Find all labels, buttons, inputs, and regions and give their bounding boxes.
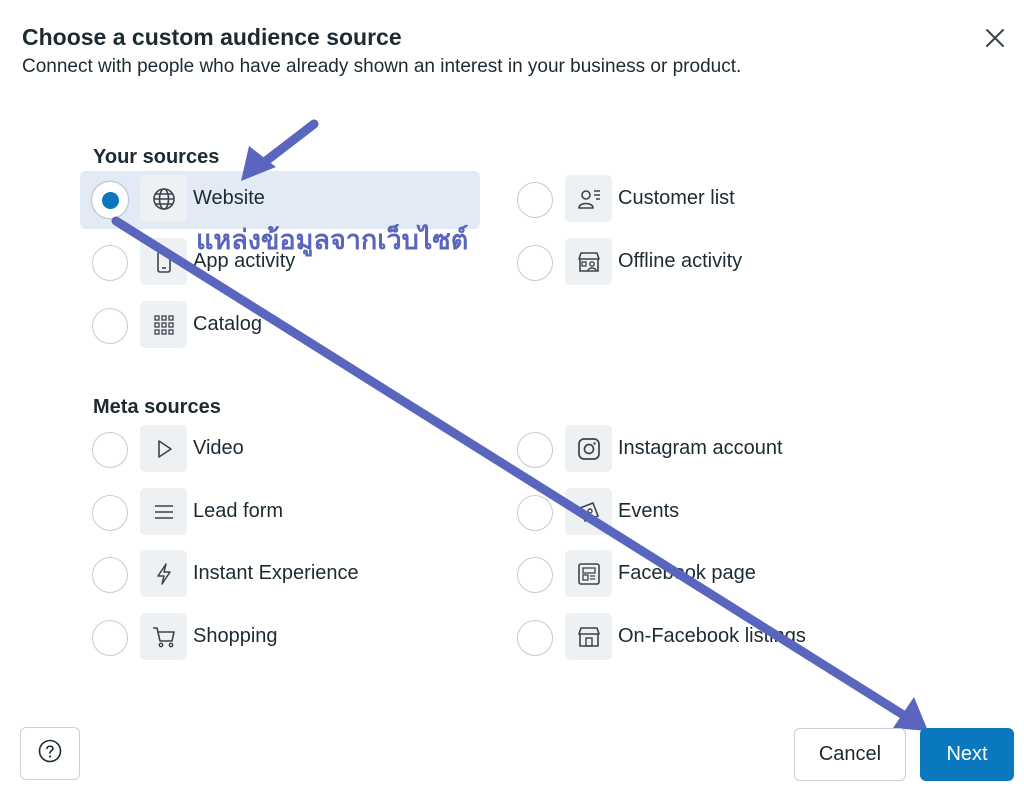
next-button[interactable]: Next xyxy=(920,728,1014,781)
meta-sources-heading: Meta sources xyxy=(93,396,221,418)
radio-on-facebook-listings[interactable] xyxy=(517,620,553,656)
option-lead-form[interactable]: Lead form xyxy=(80,484,480,542)
store-person-icon xyxy=(565,238,612,285)
close-icon[interactable] xyxy=(982,25,1008,51)
option-label: Instagram account xyxy=(618,437,783,459)
radio-offline-activity[interactable] xyxy=(517,245,553,281)
radio-lead-form[interactable] xyxy=(92,495,128,531)
option-label: Events xyxy=(618,500,680,522)
ticket-icon xyxy=(565,488,612,535)
help-button[interactable] xyxy=(20,727,80,780)
lightning-icon xyxy=(140,550,187,597)
radio-website[interactable] xyxy=(92,182,128,218)
radio-events[interactable] xyxy=(517,495,553,531)
list-lines-icon xyxy=(140,488,187,535)
option-events[interactable]: Events xyxy=(505,484,905,542)
option-on-facebook-listings[interactable]: On-Facebook listings xyxy=(505,609,905,667)
option-shopping[interactable]: Shopping xyxy=(80,609,480,667)
option-video[interactable]: Video xyxy=(80,421,480,479)
option-label: Catalog xyxy=(193,313,262,335)
option-instagram-account[interactable]: Instagram account xyxy=(505,421,905,479)
option-label: Facebook page xyxy=(618,562,756,584)
dialog-title: Choose a custom audience source xyxy=(22,24,402,50)
radio-instagram-account[interactable] xyxy=(517,432,553,468)
mobile-icon xyxy=(140,238,187,285)
radio-catalog[interactable] xyxy=(92,308,128,344)
dialog-subtitle: Connect with people who have already sho… xyxy=(22,56,742,77)
option-offline-activity[interactable]: Offline activity xyxy=(505,234,905,292)
option-label: Instant Experience xyxy=(193,562,359,584)
radio-app-activity[interactable] xyxy=(92,245,128,281)
cancel-button[interactable]: Cancel xyxy=(794,728,906,781)
option-label: Lead form xyxy=(193,500,284,522)
radio-customer-list[interactable] xyxy=(517,182,553,218)
page-icon xyxy=(565,550,612,597)
question-circle-icon xyxy=(37,738,63,769)
globe-icon xyxy=(140,175,187,222)
option-label: On-Facebook listings xyxy=(618,625,806,647)
instagram-icon xyxy=(565,425,612,472)
play-icon xyxy=(140,425,187,472)
cart-icon xyxy=(140,613,187,660)
storefront-icon xyxy=(565,613,612,660)
option-label: Offline activity xyxy=(618,250,743,272)
option-catalog[interactable]: Catalog xyxy=(80,297,480,355)
person-list-icon xyxy=(565,175,612,222)
radio-shopping[interactable] xyxy=(92,620,128,656)
option-label: Video xyxy=(193,437,244,459)
option-facebook-page[interactable]: Facebook page xyxy=(505,546,905,604)
option-label: Shopping xyxy=(193,625,278,647)
grid-icon xyxy=(140,301,187,348)
option-instant-experience[interactable]: Instant Experience xyxy=(80,546,480,604)
your-sources-heading: Your sources xyxy=(93,146,220,168)
radio-instant-experience[interactable] xyxy=(92,557,128,593)
option-customer-list[interactable]: Customer list xyxy=(505,171,905,229)
option-label: Website xyxy=(193,187,265,209)
annotation-text: แหล่งข้อมูลจากเว็บไซต์ xyxy=(196,225,469,256)
radio-video[interactable] xyxy=(92,432,128,468)
radio-facebook-page[interactable] xyxy=(517,557,553,593)
option-label: Customer list xyxy=(618,187,735,209)
